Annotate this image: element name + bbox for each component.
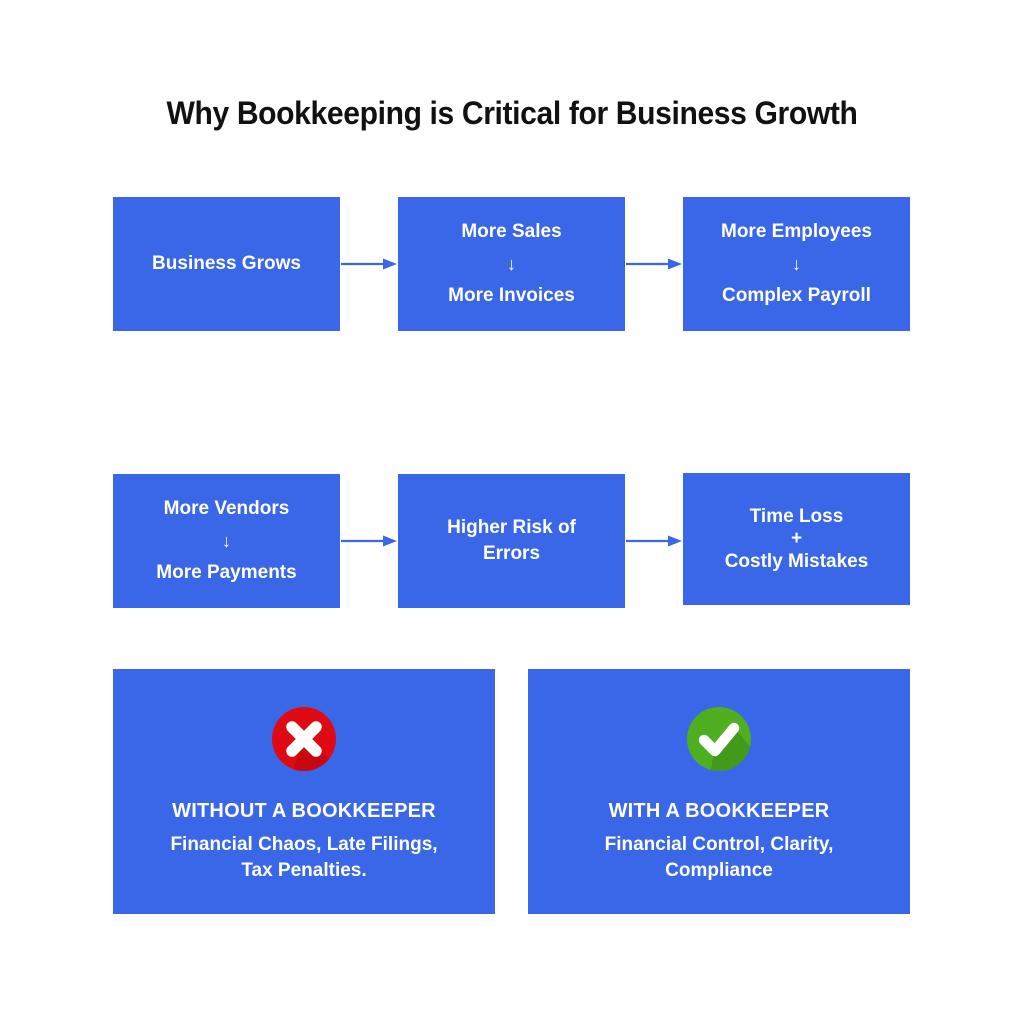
flow-box-higher-risk: Higher Risk of Errors	[398, 474, 625, 608]
outcome-description: Financial Control, Clarity, Compliance	[604, 834, 834, 882]
flow-box-line: More Payments	[156, 562, 297, 584]
down-arrow-icon: ↓	[222, 530, 231, 551]
check-circle-icon	[687, 707, 751, 771]
outcome-description: Financial Chaos, Late Filings, Tax Penal…	[170, 834, 438, 882]
flow-box-more-sales: More Sales ↓ More Invoices	[398, 197, 625, 331]
cross-circle-icon	[272, 707, 336, 771]
flow-box-line: More Invoices	[448, 285, 575, 307]
flow-box-line: Business Grows	[152, 253, 301, 275]
outcome-heading: WITHOUT A BOOKKEEPER	[172, 800, 436, 822]
arrow-right-icon	[341, 258, 397, 270]
outcome-card-without-bookkeeper: WITHOUT A BOOKKEEPER Financial Chaos, La…	[113, 669, 495, 914]
flow-box-more-employees: More Employees ↓ Complex Payroll	[683, 197, 910, 331]
flow-box-line: Costly Mistakes	[724, 550, 869, 572]
flow-box-line: Errors	[482, 543, 541, 564]
outcome-card-with-bookkeeper: WITH A BOOKKEEPER Financial Control, Cla…	[528, 669, 910, 914]
outcome-heading: WITH A BOOKKEEPER	[608, 800, 830, 822]
down-arrow-icon: ↓	[507, 253, 516, 274]
flow-box-line: Complex Payroll	[722, 285, 871, 307]
flow-box-business-grows: Business Grows	[113, 197, 340, 331]
arrow-right-icon	[626, 258, 682, 270]
flow-box-time-loss: Time Loss + Costly Mistakes	[683, 473, 910, 605]
down-arrow-icon: ↓	[792, 253, 801, 274]
flow-box-line: More Sales	[461, 220, 562, 242]
flow-box-line: Higher Risk of	[447, 517, 576, 539]
flow-box-line: More Employees	[721, 220, 872, 242]
flow-box-line: Time Loss	[749, 505, 844, 527]
flow-box-more-vendors: More Vendors ↓ More Payments	[113, 474, 340, 608]
arrow-right-icon	[341, 535, 397, 547]
plus-sign: +	[790, 528, 803, 550]
arrow-right-icon	[626, 535, 682, 547]
page-title: Why Bookkeeping is Critical for Business…	[166, 95, 858, 131]
flow-box-line: More Vendors	[163, 497, 290, 519]
